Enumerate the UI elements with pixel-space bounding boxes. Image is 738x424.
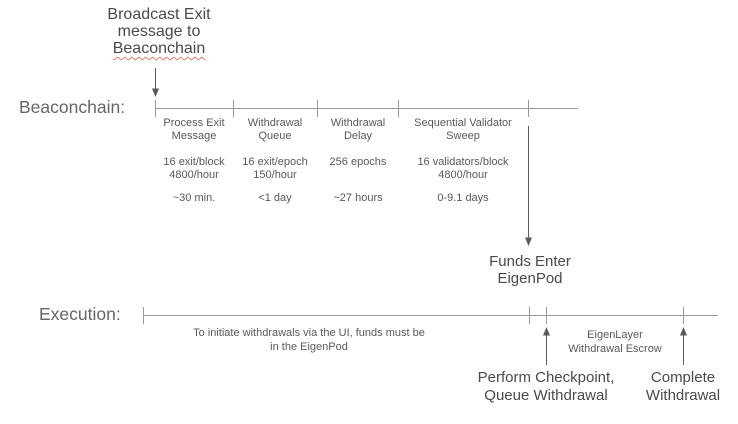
eigenlayer-withdrawal-escrow-label: EigenLayer Withdrawal Escrow [568,329,662,355]
funds-enter-down-arrow [525,126,532,246]
execution-row-label: Execution: [39,304,121,324]
segment-rate: 16 validators/block 4800/hour [417,156,509,181]
broadcast-line-2: message to [117,23,201,40]
segment-process-exit-message: Process Exit Message 16 exit/block 4800/… [134,117,254,205]
segment-rate: 256 epochs [329,156,387,168]
segment-rate: 16 exit/epoch 150/hour [242,156,308,181]
segment-name: Withdrawal Delay [330,117,386,142]
broadcast-down-arrow [152,68,159,97]
segment-name: Sequential Validator Sweep [414,117,512,142]
segment-sequential-validator-sweep: Sequential Validator Sweep 16 validators… [393,117,533,205]
segment-name: Withdrawal Queue [247,117,303,142]
segment-duration: ~30 min. [172,192,216,204]
segment-name: Process Exit Message [163,117,225,142]
perform-checkpoint-label: Perform Checkpoint, Queue Withdrawal [477,369,615,404]
checkpoint-up-arrow [543,327,550,365]
beaconchain-misspelled-word: Beaconchain [112,40,206,57]
segment-rate: 16 exit/block 4800/hour [163,156,225,181]
broadcast-exit-annotation: Broadcast Exit message to Beaconchain [79,6,239,57]
broadcast-line-3: Beaconchain [79,40,239,57]
funds-enter-eigenpod-label: Funds Enter EigenPod [489,253,571,287]
segment-withdrawal-delay: Withdrawal Delay 256 epochs ~27 hours [298,117,418,205]
segment-duration: ~27 hours [333,192,383,204]
complete-up-arrow [680,327,687,365]
complete-withdrawal-label: Complete Withdrawal [645,369,721,404]
beaconchain-row-label: Beaconchain: [19,97,126,117]
segment-duration: <1 day [258,192,292,204]
segment-duration: 0-9.1 days [437,192,489,204]
segment-withdrawal-queue: Withdrawal Queue 16 exit/epoch 150/hour … [215,117,335,205]
broadcast-line-1: Broadcast Exit [107,6,211,23]
execution-note: To initiate withdrawals via the UI, fund… [193,327,425,353]
